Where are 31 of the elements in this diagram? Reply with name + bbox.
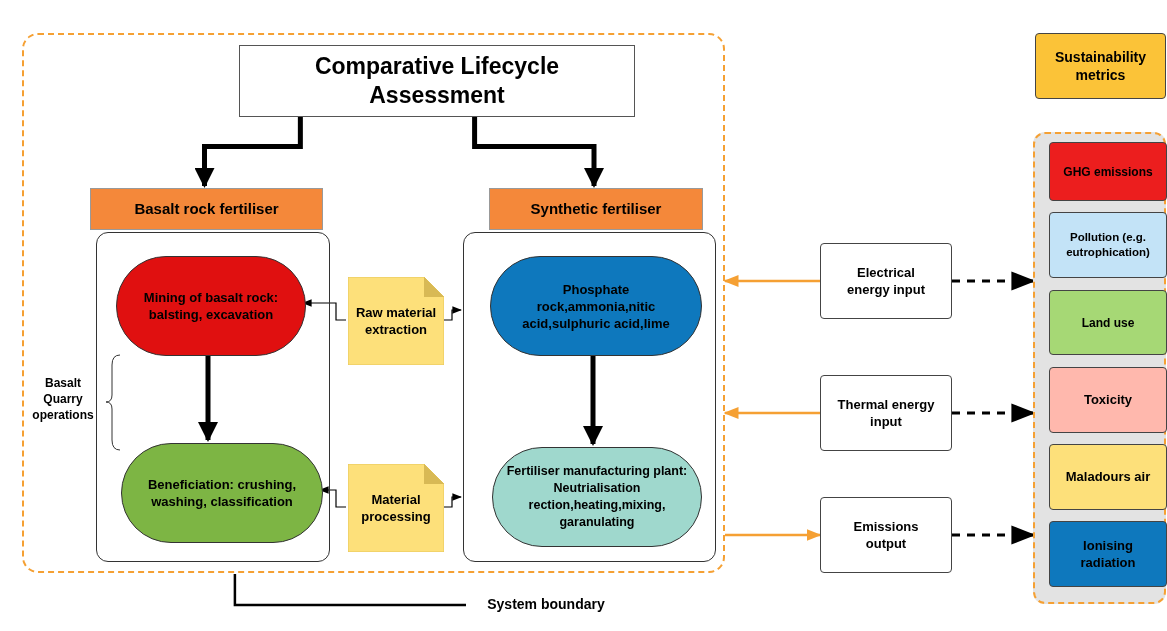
arrow xyxy=(723,407,820,419)
group-box xyxy=(96,232,330,562)
metric-box: GHG emissions xyxy=(1049,142,1167,201)
document-note: Material processing xyxy=(348,464,444,552)
system-boundary xyxy=(22,33,725,573)
process-pill: Fertiliser manufacturing plant: Neutrialisation rection,heating,mixing, garanulating xyxy=(492,447,702,547)
arrow xyxy=(725,529,822,541)
group-box xyxy=(463,232,716,562)
title-box: Comparative Lifecycle Assessment xyxy=(239,45,635,117)
header-box: Synthetic fertiliser xyxy=(489,188,703,230)
document-note: Raw material extraction xyxy=(348,277,444,365)
process-pill: Beneficiation: crushing, washing, classification xyxy=(121,443,323,543)
process-pill: Mining of basalt rock: balsting, excavation xyxy=(116,256,306,356)
metric-box: Ionising radiation xyxy=(1049,521,1167,587)
boundary-label: System boundary xyxy=(466,594,626,614)
header-box: Sustainability metrics xyxy=(1035,33,1166,99)
process-pill: Phosphate rock,ammonia,nitic acid,sulphuric acid,lime xyxy=(490,256,702,356)
group-label: Basalt Quarry operations xyxy=(31,375,95,423)
process-box: Emissions output xyxy=(820,497,952,573)
process-box: Thermal energy input xyxy=(820,375,952,451)
arrow xyxy=(194,115,303,188)
metric-box: Maladours air xyxy=(1049,444,1167,510)
leader-line xyxy=(233,574,466,607)
metric-box: Pollution (e.g. eutrophication) xyxy=(1049,212,1167,278)
arrow xyxy=(472,115,604,188)
metric-box: Toxicity xyxy=(1049,367,1167,433)
arrow xyxy=(723,275,820,287)
metric-box: Land use xyxy=(1049,290,1167,355)
header-box: Basalt rock fertiliser xyxy=(90,188,323,230)
metrics-panel xyxy=(1033,132,1166,604)
process-box: Electrical energy input xyxy=(820,243,952,319)
